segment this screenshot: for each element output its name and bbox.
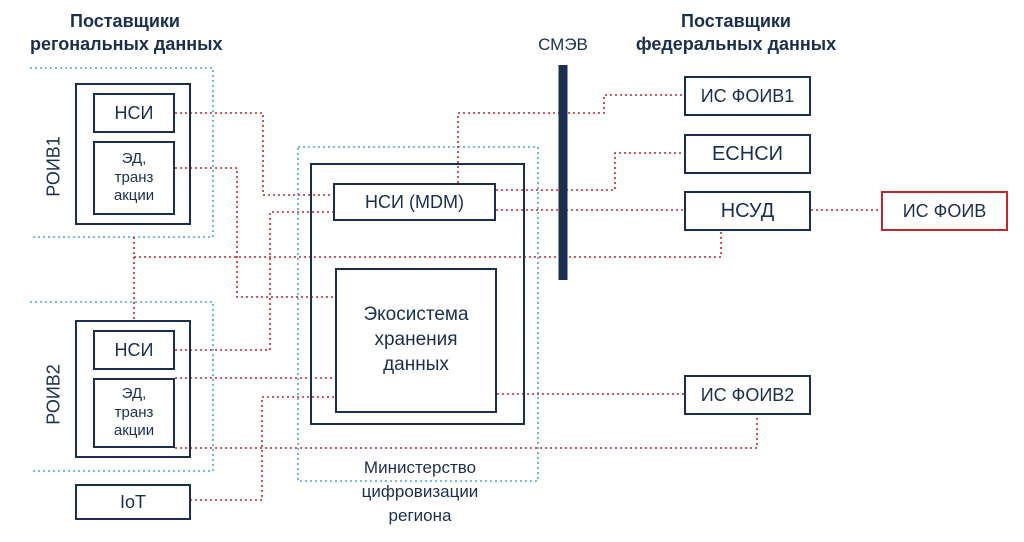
iot-box: IoT: [75, 484, 191, 520]
conn-bus-nsud: [134, 228, 722, 258]
conn-mdm-foiv1: [457, 94, 684, 183]
ecosystem-box: Экосистема хранения данных: [335, 268, 497, 413]
roiv1-nsi: НСИ: [93, 93, 175, 133]
is-foiv2-box: ИС ФОИВ2: [684, 375, 811, 415]
roiv2-ed-line1: ЭД,: [121, 384, 147, 402]
roiv2-label: РОИВ2: [43, 364, 64, 425]
nsi-mdm-box: НСИ (MDM): [333, 183, 496, 221]
ministry-caption-line2: цифровизации: [361, 481, 479, 501]
regional-header-line1: Поставщики: [70, 11, 180, 31]
ministry-caption-line3: региона: [388, 505, 452, 525]
is-foiv-box: ИС ФОИВ: [881, 191, 1008, 231]
smev-label: СМЭВ: [538, 35, 588, 54]
roiv2-ed-line2: транз: [114, 403, 154, 421]
regional-header-line2: регональных данных: [30, 33, 223, 54]
regional-group-boundaries: [30, 67, 539, 482]
federal-header-line1: Поставщики: [681, 11, 791, 31]
ministry-caption-line1: Министерство: [363, 458, 477, 477]
conn-iot-eco: [175, 396, 335, 501]
ecosystem-line2: хранения: [374, 329, 458, 351]
roiv1-label: РОИВ1: [43, 136, 64, 197]
ministry-container: [310, 163, 525, 425]
ecosystem-line1: Экосистема: [363, 304, 469, 326]
roiv2-boundary: [30, 301, 214, 472]
esnsi-box: ЕСНСИ: [684, 134, 811, 174]
roiv2-nsi: НСИ: [93, 330, 175, 370]
roiv1-ed-line2: транз: [114, 168, 154, 186]
roiv1-ed-line3: акции: [113, 187, 155, 205]
ministry-caption: Министерство цифровизации региона: [340, 456, 500, 527]
federal-header: Поставщики федеральных данных: [616, 10, 856, 55]
conn-mdm-esnsi: [496, 152, 684, 191]
red-connectors: [133, 94, 881, 501]
roiv1-container: [75, 83, 191, 225]
roiv1-ed: ЭД, транз акции: [93, 141, 175, 215]
roiv2-container: [75, 320, 191, 458]
regional-header: Поставщики регональных данных: [30, 10, 223, 55]
roiv2-ed: ЭД, транз акции: [93, 378, 175, 448]
ministry-boundary: [297, 146, 539, 482]
is-foiv1-box: ИС ФОИВ1: [684, 76, 811, 116]
roiv2-ed-line3: акции: [113, 422, 155, 440]
roiv1-ed-line1: ЭД,: [121, 149, 147, 167]
conn-roiv2-ed-foiv2: [175, 414, 758, 449]
nsud-box: НСУД: [684, 191, 811, 231]
ecosystem-line3: данных: [383, 353, 449, 375]
conn-roiv1-ed-eco: [175, 167, 335, 298]
conn-roiv1-nsi-mdm: [175, 112, 333, 196]
roiv1-boundary: [30, 67, 214, 238]
federal-header-line2: федеральных данных: [635, 33, 837, 54]
